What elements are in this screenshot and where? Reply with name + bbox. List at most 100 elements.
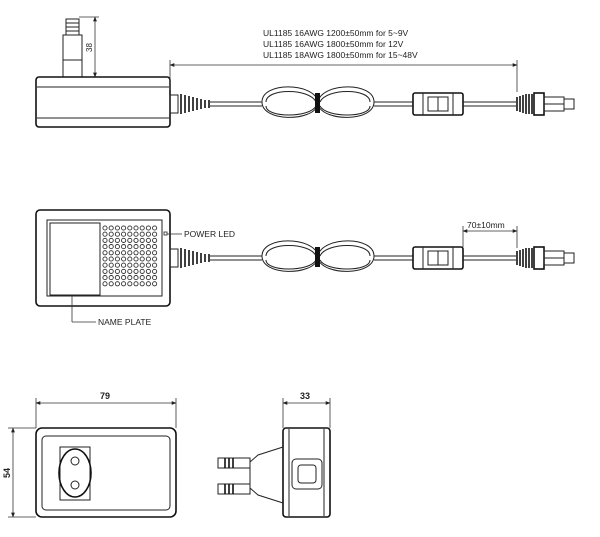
- vent-hole: [145, 237, 151, 243]
- wall-plug-pins: [62, 18, 83, 78]
- vent-hole: [121, 225, 127, 231]
- vent-hole: [133, 237, 139, 243]
- ferrite-distance-label: 70±10mm: [467, 220, 505, 230]
- vent-hole: [152, 256, 158, 262]
- vent-hole: [121, 231, 127, 237]
- cable-spec-line-3: UL1185 18AWG 1800±50mm for 15~48V: [263, 50, 418, 60]
- width-label: 79: [100, 391, 110, 401]
- vent-hole: [102, 225, 108, 231]
- cable-spec-line-1: UL1185 16AWG 1200±50mm for 5~9V: [263, 28, 409, 38]
- vent-hole: [108, 244, 114, 250]
- ferrite-distance-dimension: 70±10mm: [462, 220, 518, 248]
- vent-hole: [114, 250, 120, 256]
- vent-hole: [139, 225, 145, 231]
- side-view: 33: [217, 391, 331, 518]
- vent-hole: [121, 237, 127, 243]
- vent-hole: [139, 256, 145, 262]
- name-plate-callout: NAME PLATE: [71, 295, 152, 327]
- pin-height-label: 38: [85, 43, 94, 52]
- vent-hole: [127, 237, 133, 243]
- vent-hole: [108, 275, 114, 281]
- vent-hole: [152, 275, 158, 281]
- vent-hole: [133, 275, 139, 281]
- vent-hole: [152, 225, 158, 231]
- vent-hole: [139, 275, 145, 281]
- strain-relief-top: [169, 94, 210, 114]
- adapter-body-front: [35, 209, 171, 307]
- vent-hole: [121, 268, 127, 274]
- vent-hole: [127, 231, 133, 237]
- vent-hole: [108, 256, 114, 262]
- vent-hole: [108, 250, 114, 256]
- vent-hole: [114, 225, 120, 231]
- vent-hole: [133, 244, 139, 250]
- vent-hole: [152, 262, 158, 268]
- vent-hole: [133, 256, 139, 262]
- vent-hole: [108, 231, 114, 237]
- power-led-callout: POWER LED: [167, 229, 235, 239]
- vent-hole: [102, 281, 108, 287]
- front-view: POWER LED NAME PLATE: [35, 209, 575, 327]
- dc-plug-top: [516, 92, 575, 116]
- vent-hole: [145, 281, 151, 287]
- vent-hole: [127, 225, 133, 231]
- vent-hole: [152, 281, 158, 287]
- depth-label: 33: [300, 391, 310, 401]
- vent-hole: [108, 237, 114, 243]
- name-plate-label: NAME PLATE: [98, 317, 152, 327]
- vent-hole: [127, 256, 133, 262]
- back-view: 79 54: [2, 391, 177, 518]
- vent-hole: [152, 231, 158, 237]
- socket-recess: [58, 448, 92, 498]
- adapter-body-back: [35, 427, 177, 518]
- vent-hole: [133, 268, 139, 274]
- vent-hole: [114, 268, 120, 274]
- vent-grid: [102, 225, 158, 287]
- vent-hole: [139, 231, 145, 237]
- vent-hole: [102, 231, 108, 237]
- vent-hole: [145, 268, 151, 274]
- vent-hole: [108, 225, 114, 231]
- dc-plug-front: [516, 246, 575, 270]
- vent-hole: [114, 256, 120, 262]
- top-view: 38: [35, 16, 575, 128]
- vent-hole: [152, 250, 158, 256]
- vent-hole: [133, 225, 139, 231]
- cable-top: [210, 86, 413, 118]
- height-dimension: 54: [2, 427, 36, 518]
- vent-hole: [114, 244, 120, 250]
- strain-relief-front: [169, 248, 210, 268]
- vent-hole: [127, 262, 133, 268]
- vent-hole: [127, 268, 133, 274]
- vent-hole: [102, 275, 108, 281]
- vent-hole: [145, 231, 151, 237]
- vent-hole: [139, 281, 145, 287]
- vent-hole: [121, 250, 127, 256]
- vent-hole: [133, 250, 139, 256]
- vent-hole: [121, 256, 127, 262]
- vent-hole: [114, 237, 120, 243]
- vent-hole: [139, 244, 145, 250]
- vent-hole: [102, 250, 108, 256]
- adapter-body-top: [35, 76, 171, 128]
- vent-hole: [139, 237, 145, 243]
- cable-front: [210, 240, 413, 272]
- height-label: 54: [2, 468, 12, 478]
- vent-hole: [145, 262, 151, 268]
- vent-hole: [127, 281, 133, 287]
- vent-hole: [133, 262, 139, 268]
- vent-hole: [152, 237, 158, 243]
- ferrite-core-top: [412, 92, 464, 116]
- vent-hole: [152, 268, 158, 274]
- vent-hole: [127, 244, 133, 250]
- vent-hole: [139, 268, 145, 274]
- width-dimension: 79: [35, 391, 177, 428]
- vent-hole: [139, 262, 145, 268]
- vent-hole: [102, 262, 108, 268]
- vent-hole: [127, 250, 133, 256]
- vent-hole: [114, 281, 120, 287]
- pin-hole-upper: [70, 456, 80, 466]
- vent-hole: [145, 225, 151, 231]
